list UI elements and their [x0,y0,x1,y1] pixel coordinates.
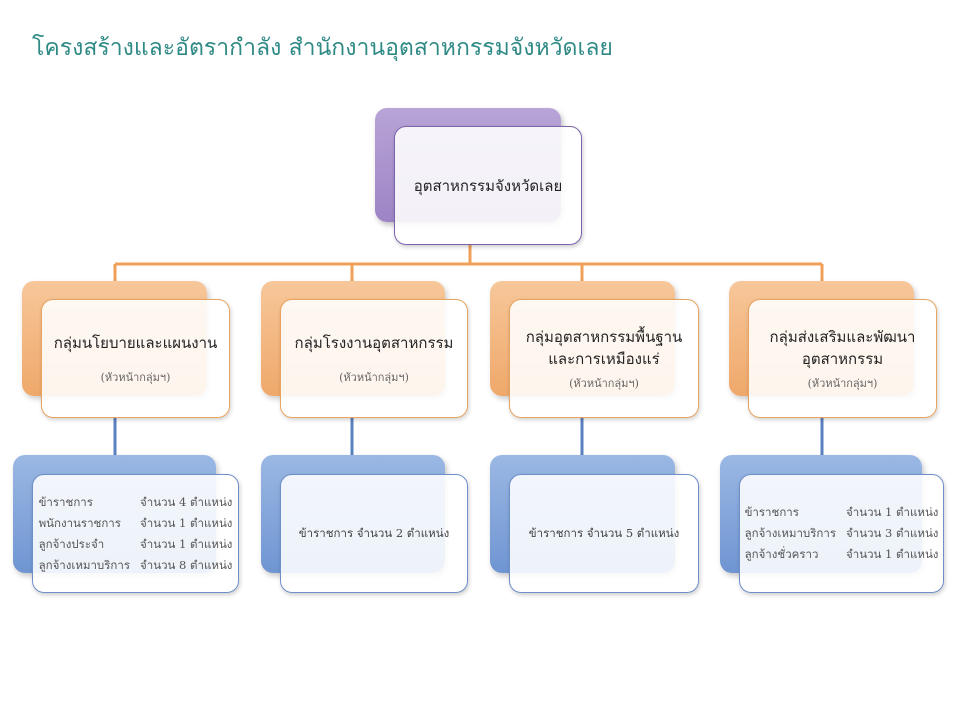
staff-role: ข้าราชการ [38,494,93,509]
staff-role: ข้าราชการ [744,505,799,519]
staff-row: พนักงานราชการ จำนวน 1 ตำแหน่ง [39,513,233,534]
group-head-note: (หัวหน้ากลุ่มฯ) [807,376,878,390]
staff-row: ลูกจ้างเหมาบริการ จำนวน 3 ตำแหน่ง [745,523,939,544]
staff-role: ลูกจ้างประจำ [38,536,105,551]
staff-count: จำนวน 1 ตำแหน่ง [140,515,233,530]
staff-count: จำนวน 3 ตำแหน่ง [846,526,939,540]
staff-row: ลูกจ้างเหมาบริการ จำนวน 8 ตำแหน่ง [39,555,233,576]
group-box-policy: กลุ่มนโยบายและแผนงาน (หัวหน้ากลุ่มฯ) [41,299,230,418]
staff-count: จำนวน 1 ตำแหน่ง [140,536,233,551]
group-name: กลุ่มอุตสาหกรรมพื้นฐาน [525,327,683,346]
page-title: โครงสร้างและอัตรากำลัง สำนักงานอุตสาหกรร… [32,35,613,61]
group-name: กลุ่มโรงงานอุตสาหกรรม [294,333,454,352]
staff-table: ข้าราชการ จำนวน 4 ตำแหน่ง พนักงานราชการ … [39,492,233,576]
staff-summary: ข้าราชการ จำนวน 2 ตำแหน่ง [298,525,450,540]
staff-box-promotion-development: ข้าราชการ จำนวน 1 ตำแหน่ง ลูกจ้างเหมาบริ… [739,474,944,593]
group-head-note: (หัวหน้ากลุ่มฯ) [100,370,171,384]
staff-summary: ข้าราชการ จำนวน 5 ตำแหน่ง [528,525,680,540]
staff-row: ลูกจ้างชั่วคราว จำนวน 1 ตำแหน่ง [745,544,939,565]
top-box: อุตสาหกรรมจังหวัดเลย [394,126,582,245]
staff-count: จำนวน 4 ตำแหน่ง [140,494,233,509]
group-box-basic-industry-mining: กลุ่มอุตสาหกรรมพื้นฐาน และการเหมืองแร่ (… [509,299,699,418]
staff-count: จำนวน 8 ตำแหน่ง [140,557,233,572]
group-name: กลุ่มส่งเสริมและพัฒนา [769,327,916,346]
staff-count: จำนวน 1 ตำแหน่ง [846,505,939,519]
staff-table: ข้าราชการ จำนวน 1 ตำแหน่ง ลูกจ้างเหมาบริ… [745,502,939,565]
group-head-note: (หัวหน้ากลุ่มฯ) [569,376,639,390]
staff-role: พนักงานราชการ [38,515,121,530]
group-name-line2: และการเหมืองแร่ [548,349,660,368]
staff-role: ลูกจ้างเหมาบริการ [38,557,131,572]
top-box-label: อุตสาหกรรมจังหวัดเลย [413,176,563,195]
group-box-factory: กลุ่มโรงงานอุตสาหกรรม (หัวหน้ากลุ่มฯ) [280,299,468,418]
staff-row: ข้าราชการ จำนวน 1 ตำแหน่ง [745,502,939,523]
staff-row: ข้าราชการ จำนวน 4 ตำแหน่ง [39,492,233,513]
staff-row: ลูกจ้างประจำ จำนวน 1 ตำแหน่ง [39,534,233,555]
staff-box-basic-industry-mining: ข้าราชการ จำนวน 5 ตำแหน่ง [509,474,699,593]
group-box-promotion-development: กลุ่มส่งเสริมและพัฒนา อุตสาหกรรม (หัวหน้… [748,299,937,418]
group-name-line2: อุตสาหกรรม [801,349,884,368]
group-name: กลุ่มนโยบายและแผนงาน [53,333,218,352]
staff-box-factory: ข้าราชการ จำนวน 2 ตำแหน่ง [280,474,468,593]
staff-count: จำนวน 1 ตำแหน่ง [846,547,939,561]
staff-role: ลูกจ้างเหมาบริการ [744,526,837,540]
staff-box-policy: ข้าราชการ จำนวน 4 ตำแหน่ง พนักงานราชการ … [32,474,239,593]
staff-role: ลูกจ้างชั่วคราว [744,547,819,561]
group-head-note: (หัวหน้ากลุ่มฯ) [339,370,409,384]
